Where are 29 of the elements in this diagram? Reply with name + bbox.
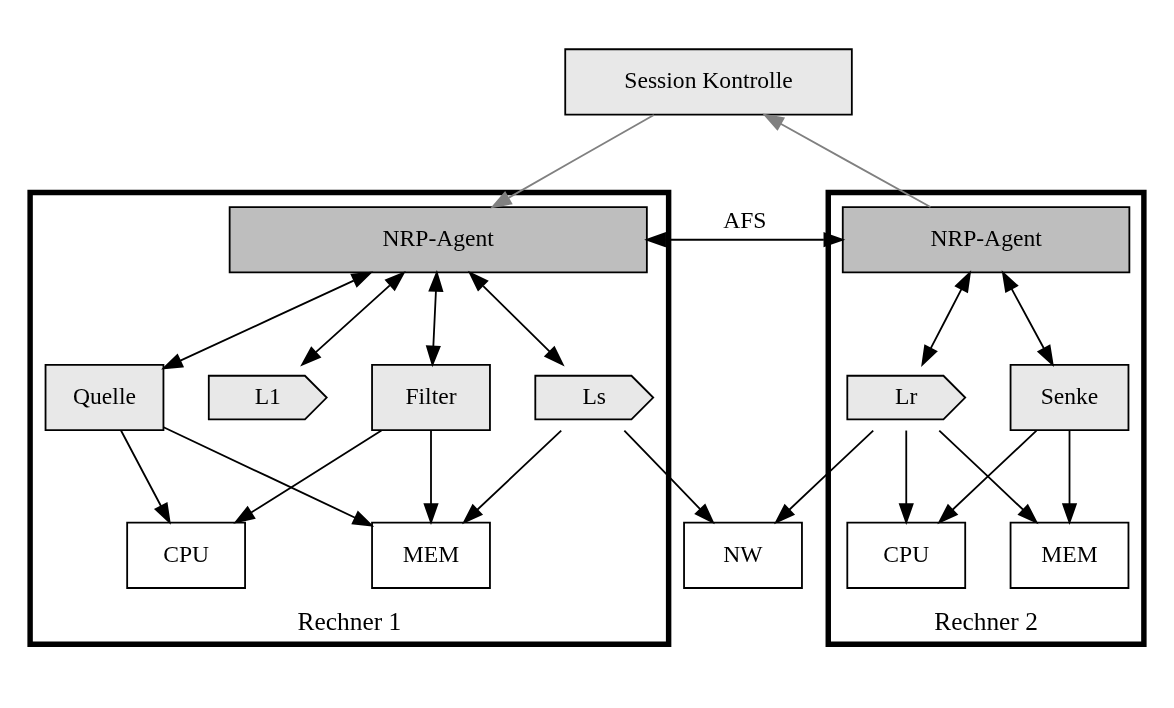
node-box: MEM xyxy=(1009,521,1130,589)
arrow xyxy=(300,270,406,367)
arrow xyxy=(423,429,439,526)
node-box: NW xyxy=(683,521,803,589)
node-box: NRP-Agent xyxy=(841,206,1131,274)
arrow xyxy=(623,429,715,525)
arrow xyxy=(161,271,374,370)
node-box: Senke xyxy=(1009,363,1130,432)
node-box: Filter xyxy=(371,363,491,432)
edge-label: AFS xyxy=(723,206,767,233)
arrow xyxy=(120,429,171,525)
arrow xyxy=(462,429,563,525)
arrow xyxy=(233,429,383,524)
node-box: CPU xyxy=(846,521,967,589)
node-box: Quelle xyxy=(44,363,165,432)
arrow xyxy=(1001,270,1054,367)
arrow xyxy=(425,270,444,368)
node-box: NRP-Agent xyxy=(228,206,648,274)
node-box: Session Kontrolle xyxy=(564,48,853,116)
arrow xyxy=(898,429,914,526)
arrow xyxy=(774,429,875,525)
arrow xyxy=(490,114,655,209)
arrow xyxy=(467,270,565,367)
arrow xyxy=(1061,429,1078,526)
arrow xyxy=(644,232,846,248)
arrow xyxy=(921,270,972,367)
node-box: MEM xyxy=(371,521,491,589)
node-box: CPU xyxy=(126,521,246,589)
arrow xyxy=(162,426,375,527)
